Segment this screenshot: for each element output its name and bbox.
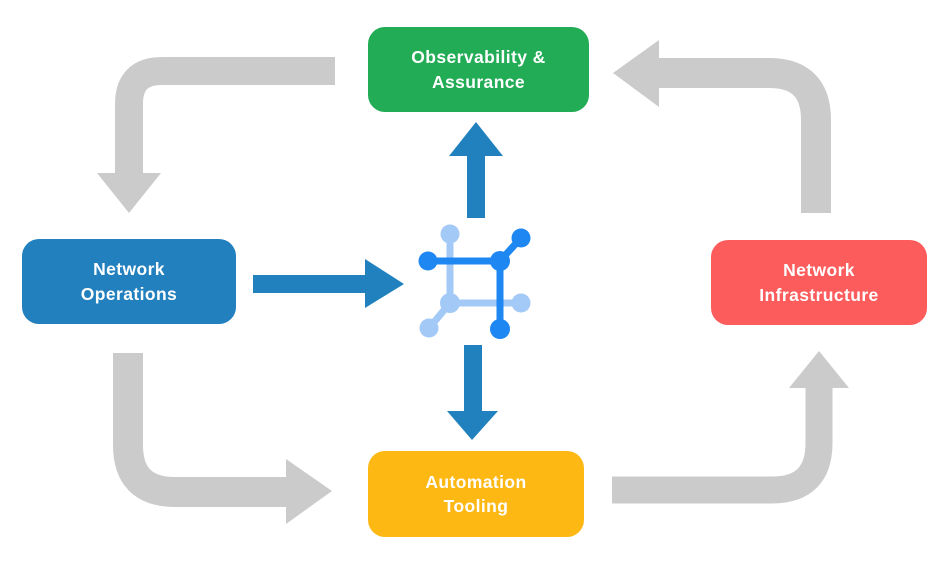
- flow-arrow-observability-to-operations: [97, 57, 335, 213]
- flow-arrow-center-to-observability: [449, 122, 503, 218]
- node-network-infrastructure: Network Infrastructure: [711, 240, 927, 325]
- node-network-infrastructure-label: Network Infrastructure: [759, 260, 879, 305]
- node-observability-assurance: Observability & Assurance: [368, 27, 589, 112]
- node-network-operations: Network Operations: [22, 239, 236, 324]
- flow-arrow-operations-to-center: [253, 259, 404, 308]
- flow-arrow-center-to-automation: [447, 345, 498, 440]
- node-observability-assurance-label: Observability & Assurance: [411, 47, 546, 92]
- flow-arrow-automation-to-infrastructure: [612, 351, 849, 504]
- flow-arrow-infrastructure-to-observability: [613, 40, 831, 213]
- flow-arrow-operations-to-automation: [113, 353, 332, 524]
- node-network-operations-label: Network Operations: [80, 259, 178, 304]
- node-automation-tooling: Automation Tooling: [368, 451, 584, 537]
- node-automation-tooling-label: Automation Tooling: [425, 471, 527, 517]
- network-nodes-icon: [418, 224, 531, 339]
